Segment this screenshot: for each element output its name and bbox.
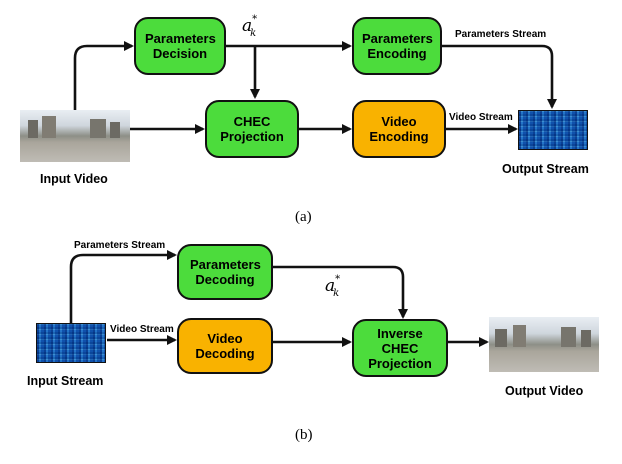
input-video-thumbnail xyxy=(20,110,130,162)
parameters-stream-label-b: Parameters Stream xyxy=(74,240,166,251)
arrow-video-to-param-decision xyxy=(73,41,134,110)
input-video-label: Input Video xyxy=(40,172,108,186)
parameters-decision-box: Parameters Decision xyxy=(134,17,226,75)
parameters-stream-label-a: Parameters Stream xyxy=(455,29,547,40)
output-stream-label: Output Stream xyxy=(502,162,589,176)
parameters-decoding-box: Parameters Decoding xyxy=(177,244,273,300)
video-encoding-text: Video Encoding xyxy=(369,114,429,144)
parameters-decoding-text: Parameters Decoding xyxy=(190,257,261,287)
inverse-chec-projection-box: Inverse CHEC Projection xyxy=(352,319,448,377)
video-encoding-box: Video Encoding xyxy=(352,100,446,158)
inverse-chec-projection-text: Inverse CHEC Projection xyxy=(368,325,432,371)
arrow-stream-to-param-decoding xyxy=(69,250,177,323)
parameters-encoding-box: Parameters Encoding xyxy=(352,17,442,75)
input-stream-label: Input Stream xyxy=(27,374,104,388)
parameters-decision-text: Parameters Decision xyxy=(145,31,216,61)
input-stream-thumbnail xyxy=(36,323,106,363)
arrow-param-decoding-to-inverse xyxy=(273,265,408,319)
video-stream-label-a: Video Stream xyxy=(449,112,513,123)
video-decoding-box: Video Decoding xyxy=(177,318,273,374)
chec-projection-text: CHEC Projection xyxy=(220,114,284,144)
parameters-encoding-text: Parameters Encoding xyxy=(362,31,433,61)
ak-symbol-a: a*k xyxy=(242,14,258,40)
chec-projection-box: CHEC Projection xyxy=(205,100,299,158)
caption-b: (b) xyxy=(295,427,313,443)
ak-symbol-b: a*k xyxy=(325,274,341,300)
output-video-label: Output Video xyxy=(505,384,584,398)
caption-a: (a) xyxy=(295,209,312,225)
output-video-thumbnail xyxy=(489,317,599,372)
video-stream-label-b: Video Stream xyxy=(110,324,174,335)
output-stream-thumbnail xyxy=(518,110,588,150)
arrow-param-encoding-to-output xyxy=(442,44,557,109)
video-decoding-text: Video Decoding xyxy=(195,331,255,361)
